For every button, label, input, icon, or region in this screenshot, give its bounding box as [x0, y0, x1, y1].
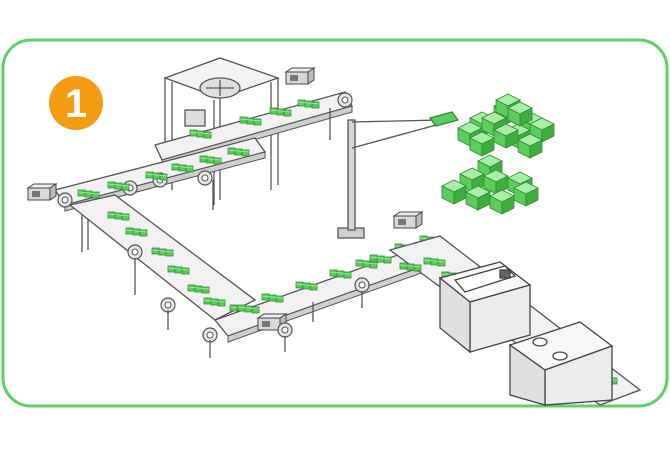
step-number: 1 — [65, 82, 87, 126]
step-badge: 1 — [49, 76, 103, 130]
packing-machine-2 — [508, 321, 614, 406]
packing-machine-1 — [438, 261, 532, 354]
robot-arm-icon — [337, 111, 460, 239]
diagonal-conveyor — [68, 194, 257, 358]
